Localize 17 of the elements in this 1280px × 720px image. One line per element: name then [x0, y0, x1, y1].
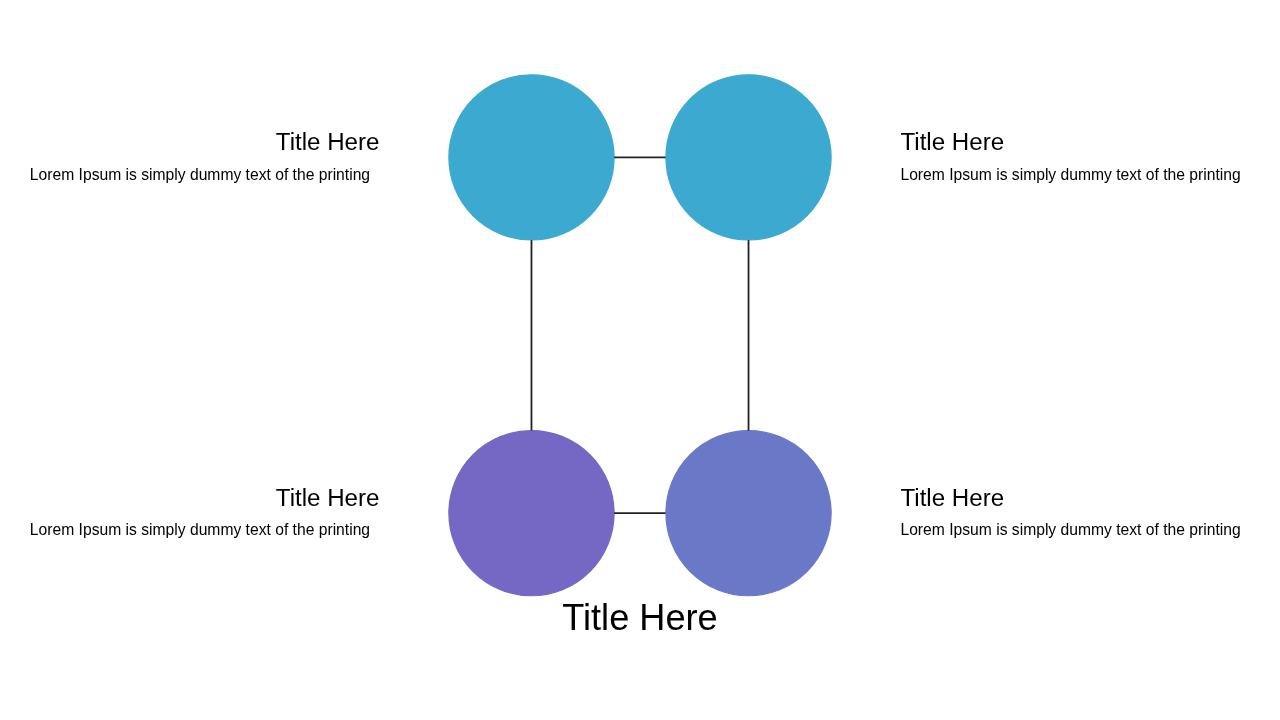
connector — [747, 239, 750, 432]
node-label: Lorem Ipsum is simply dummy text of the printing — [29, 165, 371, 183]
node-circle — [665, 429, 832, 597]
node-label: Title Here — [900, 128, 1005, 156]
node-label: Lorem Ipsum is simply dummy text of the printing — [900, 165, 1241, 183]
diagram-title: Title Here — [562, 596, 718, 638]
node-label: Title Here — [900, 483, 1005, 511]
connector — [613, 512, 667, 515]
node-circle — [448, 429, 615, 597]
node-label: Lorem Ipsum is simply dummy text of the printing — [900, 521, 1241, 539]
node-label: Title Here — [275, 128, 380, 156]
node-label: Title Here — [275, 483, 380, 511]
node-circle — [448, 74, 615, 241]
node-circle — [665, 74, 832, 241]
node-label: Lorem Ipsum is simply dummy text of the printing — [29, 521, 371, 539]
connector — [613, 156, 667, 159]
connector — [530, 239, 533, 432]
